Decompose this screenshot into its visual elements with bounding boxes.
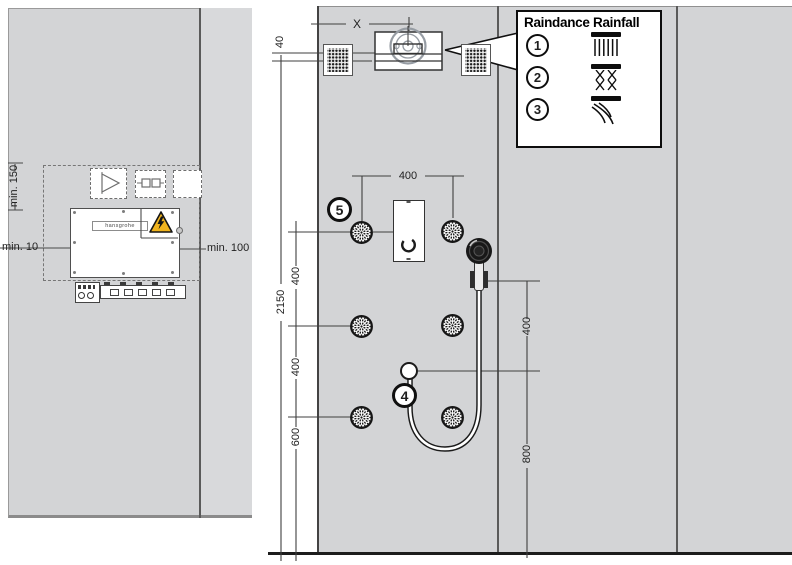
- dim-label-2150: 2150: [275, 289, 287, 315]
- handshower-head-icon: [466, 238, 492, 264]
- terminal-connector: [78, 292, 85, 299]
- screw: [171, 211, 174, 214]
- terminal-slot: [166, 289, 175, 296]
- dim-label-x: X: [352, 17, 361, 31]
- electrical-hazard-triangle-icon: [149, 211, 173, 233]
- terminal-tab: [168, 282, 174, 285]
- terminal-tab: [136, 282, 142, 285]
- terminal-tab: [120, 282, 126, 285]
- terminal-slot: [152, 289, 161, 296]
- body-jet: [350, 221, 373, 244]
- body-jet: [350, 406, 373, 429]
- amplifier-symbol-icon: [101, 172, 121, 194]
- body-jet: [350, 315, 373, 338]
- terminal-connector: [87, 292, 94, 299]
- speaker-grille-icon: [327, 48, 349, 72]
- component-box-amplifier: [90, 168, 127, 199]
- left-wall-joint-line: [199, 8, 201, 518]
- terminal-dip-row: [78, 285, 95, 289]
- screw: [122, 272, 125, 275]
- speaker-module: [323, 44, 353, 76]
- terminal-slot: [138, 289, 147, 296]
- rain-spray-icon: [588, 32, 624, 59]
- dim-label-min-100: min. 100: [207, 242, 250, 254]
- terminal-strip: [74, 281, 188, 305]
- cable-gland: [176, 227, 183, 234]
- dim-label-min-150: min. 150: [8, 164, 20, 208]
- overhead-shower-unit: [370, 26, 450, 74]
- control-unit-brand-label: hansgrohe: [92, 221, 148, 231]
- shower-wall-joint-line: [676, 6, 678, 553]
- legend-title: Raindance Rainfall: [524, 15, 640, 30]
- floor-line: [268, 552, 792, 555]
- legend-box: Raindance Rainfall 1 2 3: [516, 10, 662, 148]
- legend-number-2: 2: [526, 66, 549, 89]
- hose-wall-outlet: [400, 362, 418, 380]
- screw: [73, 211, 76, 214]
- rainflow-spray-icon: [588, 96, 624, 125]
- legend-number-3: 3: [526, 98, 549, 121]
- clearance-zone-dashed-outline: [43, 165, 200, 281]
- component-box-connectors: [135, 170, 166, 198]
- legend-number-1: 1: [526, 34, 549, 57]
- terminal-tab: [104, 282, 110, 285]
- speaker-grille-icon: [465, 48, 487, 72]
- dim-label-600: 600: [290, 427, 302, 447]
- screw: [122, 210, 125, 213]
- body-jet: [441, 406, 464, 429]
- handshower-holder: [470, 271, 488, 288]
- screw: [171, 241, 174, 244]
- dim-label-800: 800: [521, 444, 533, 464]
- shower-wall-left-edge: [317, 6, 319, 553]
- connector-symbol-icon: [137, 178, 164, 188]
- dim-label-40: 40: [274, 35, 286, 49]
- component-box-spare: [173, 170, 202, 198]
- dim-label-400-row2: 400: [290, 357, 302, 377]
- terminal-slot: [124, 289, 133, 296]
- terminal-slot: [110, 289, 119, 296]
- dim-label-min-10: min. 10: [2, 241, 39, 253]
- dim-label-400-row1: 400: [290, 266, 302, 286]
- badge-body-jets: 5: [327, 197, 352, 222]
- screw: [73, 271, 76, 274]
- dim-label-400-top: 400: [398, 170, 418, 182]
- screw: [171, 271, 174, 274]
- dial-icon: [401, 237, 417, 253]
- dim-label-400-right: 400: [521, 316, 533, 336]
- badge-hose-outlet: 4: [392, 383, 417, 408]
- speaker-module: [461, 44, 491, 76]
- body-jet: [441, 314, 464, 337]
- whirl-spray-icon: [588, 64, 624, 91]
- shower-control-panel: [393, 200, 425, 262]
- shower-wall-joint-line: [497, 6, 499, 553]
- body-jet: [441, 220, 464, 243]
- screw: [73, 241, 76, 244]
- terminal-tab: [152, 282, 158, 285]
- left-wall-right-strip: [200, 8, 252, 515]
